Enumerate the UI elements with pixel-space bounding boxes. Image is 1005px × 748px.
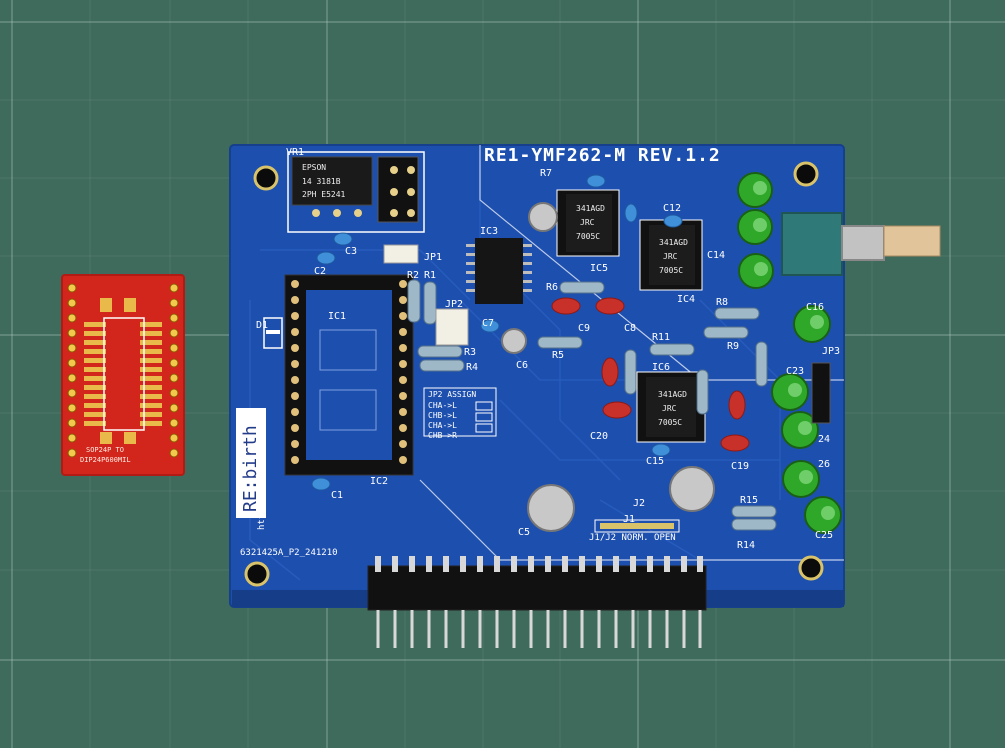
pin-header [367,556,707,648]
j1-j2-pad [594,519,680,533]
sop24-adapter-board [61,274,185,476]
rebirth-logo [236,408,266,518]
jp2-assign-box [423,387,497,437]
electrolytic-capacitors [501,172,842,534]
opamp-ic6 [636,371,706,443]
volume-potentiometer [781,212,941,276]
ceramic-capacitors [311,174,683,491]
ic3-chip [466,238,532,304]
opamp-ic4 [639,219,703,291]
opamp-ic5 [556,189,620,257]
jumper-headers [383,244,831,424]
film-capacitors [551,297,750,452]
resistors [407,279,777,531]
ic1-socket [284,274,414,476]
diode-d1 [263,317,283,349]
oscillator-socket [287,151,425,233]
